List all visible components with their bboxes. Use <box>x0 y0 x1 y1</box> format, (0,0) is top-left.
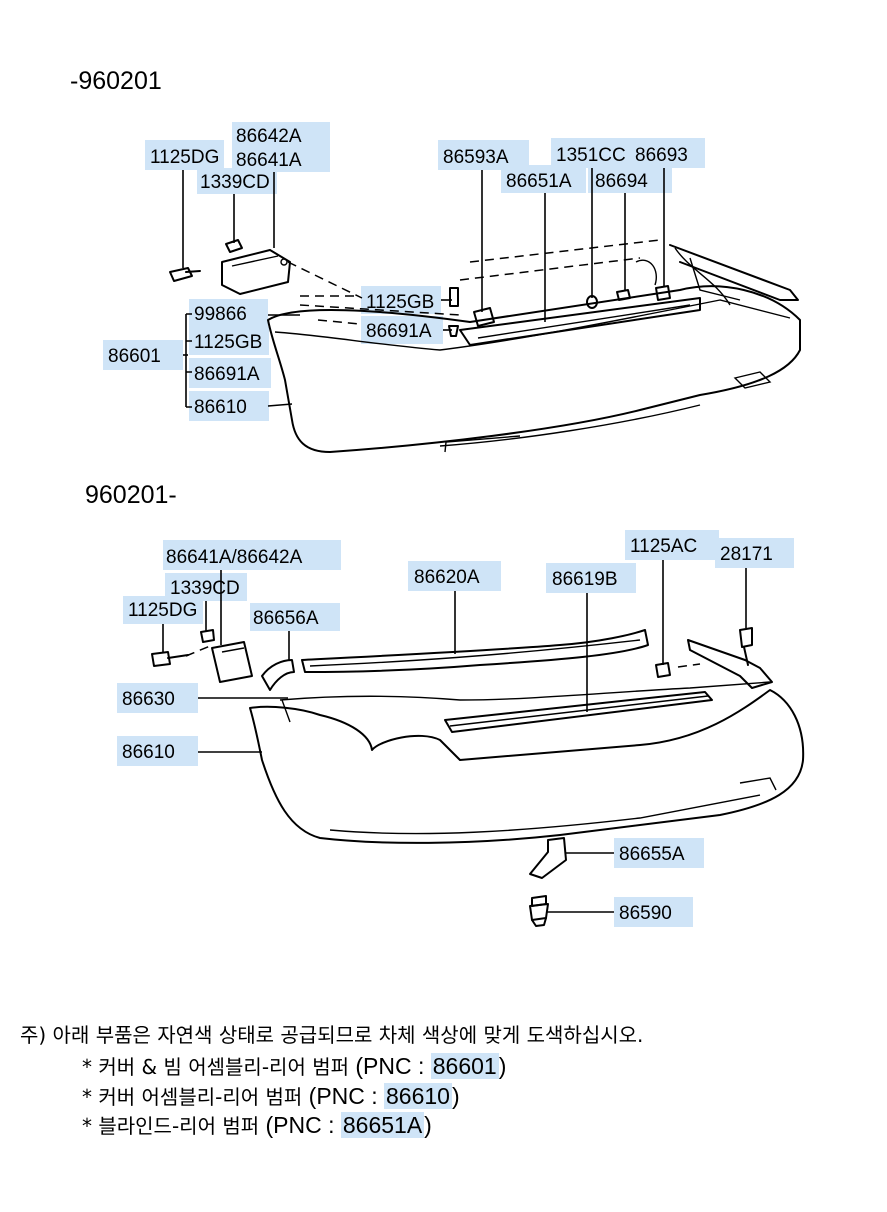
note-pnc-number: 86610 <box>384 1083 452 1109</box>
note-bullet: * <box>82 1085 92 1109</box>
label-86651A: 86651A <box>506 171 572 192</box>
label-1339CD-upper: 1339CD <box>200 172 270 193</box>
label-1351CC: 1351CC <box>556 145 626 166</box>
note-item-86601: * 커버 & 빔 어셈블리-리어 범퍼 (PNC : 86601) <box>82 1052 506 1081</box>
lower-labels: 86641A/86642A 1339CD 1125DG 86656A 86620… <box>122 536 773 924</box>
note-bullet: * <box>82 1055 92 1079</box>
lower-label-boxes <box>117 530 794 927</box>
label-1125DG-lower: 1125DG <box>128 600 197 621</box>
label-1125GB-b: 1125GB <box>194 332 262 353</box>
label-86691A-b: 86691A <box>194 364 260 385</box>
note-item-86651A: * 블라인드-리어 범퍼 (PNC : 86651A) <box>82 1111 432 1140</box>
label-86593A: 86593A <box>443 147 509 168</box>
note-pnc-prefix: (PNC : <box>308 1083 378 1109</box>
section-label-before: -960201 <box>70 67 162 95</box>
lower-bumper-assembly <box>151 627 805 927</box>
label-86655A: 86655A <box>619 844 685 865</box>
label-99866: 99866 <box>194 304 247 325</box>
upper-bumper-assembly <box>169 239 801 453</box>
group-bracket-86601 <box>183 313 192 408</box>
note-pnc-close: ) <box>451 1083 460 1109</box>
note-item-text: 블라인드-리어 범퍼 <box>98 1114 260 1138</box>
label-1125GB-a: 1125GB <box>366 292 434 313</box>
label-28171: 28171 <box>720 544 773 565</box>
label-86630: 86630 <box>122 689 175 710</box>
note-pnc-number: 86651A <box>340 1112 425 1138</box>
section-label-after: 960201- <box>85 481 177 509</box>
label-86693: 86693 <box>635 145 688 166</box>
note-pnc-close: ) <box>424 1112 432 1138</box>
upper-label-boxes <box>103 122 705 421</box>
note-pnc-prefix: (PNC : <box>265 1112 335 1138</box>
paint-note: 주) 아래 부품은 자연색 상태로 공급되므로 차체 색상에 맞게 도색하십시오… <box>20 1023 644 1047</box>
label-86619B: 86619B <box>552 569 618 590</box>
label-86590: 86590 <box>619 903 672 924</box>
note-item-86610: * 커버 어셈블리-리어 범퍼 (PNC : 86610) <box>82 1082 460 1111</box>
note-item-text: 커버 & 빔 어셈블리-리어 범퍼 <box>98 1055 350 1079</box>
label-86620A: 86620A <box>414 567 480 588</box>
label-1339CD-lower: 1339CD <box>170 578 240 599</box>
label-1125AC: 1125AC <box>630 536 697 557</box>
label-86610-lower: 86610 <box>122 742 175 763</box>
upper-leader-lines <box>182 168 665 407</box>
upper-labels: 1125DG 86642A 86641A 1339CD 86593A 1351C… <box>108 126 688 418</box>
label-86610-upper: 86610 <box>194 397 247 418</box>
note-pnc-prefix: (PNC : <box>355 1053 425 1079</box>
label-86691A-a: 86691A <box>366 321 432 342</box>
note-bullet: * <box>82 1114 92 1138</box>
lower-leader-lines <box>162 560 747 913</box>
label-86641A-86642A: 86641A/86642A <box>166 547 303 568</box>
label-86642A-upper: 86642A <box>236 126 302 147</box>
label-1125DG-upper: 1125DG <box>150 147 219 168</box>
label-86601: 86601 <box>108 346 161 367</box>
label-86656A: 86656A <box>253 608 319 629</box>
label-86641A-upper: 86641A <box>236 150 302 171</box>
label-86694: 86694 <box>595 171 648 192</box>
note-pnc-close: ) <box>498 1053 507 1079</box>
note-item-text: 커버 어셈블리-리어 범퍼 <box>98 1085 303 1109</box>
note-pnc-number: 86601 <box>430 1053 499 1079</box>
